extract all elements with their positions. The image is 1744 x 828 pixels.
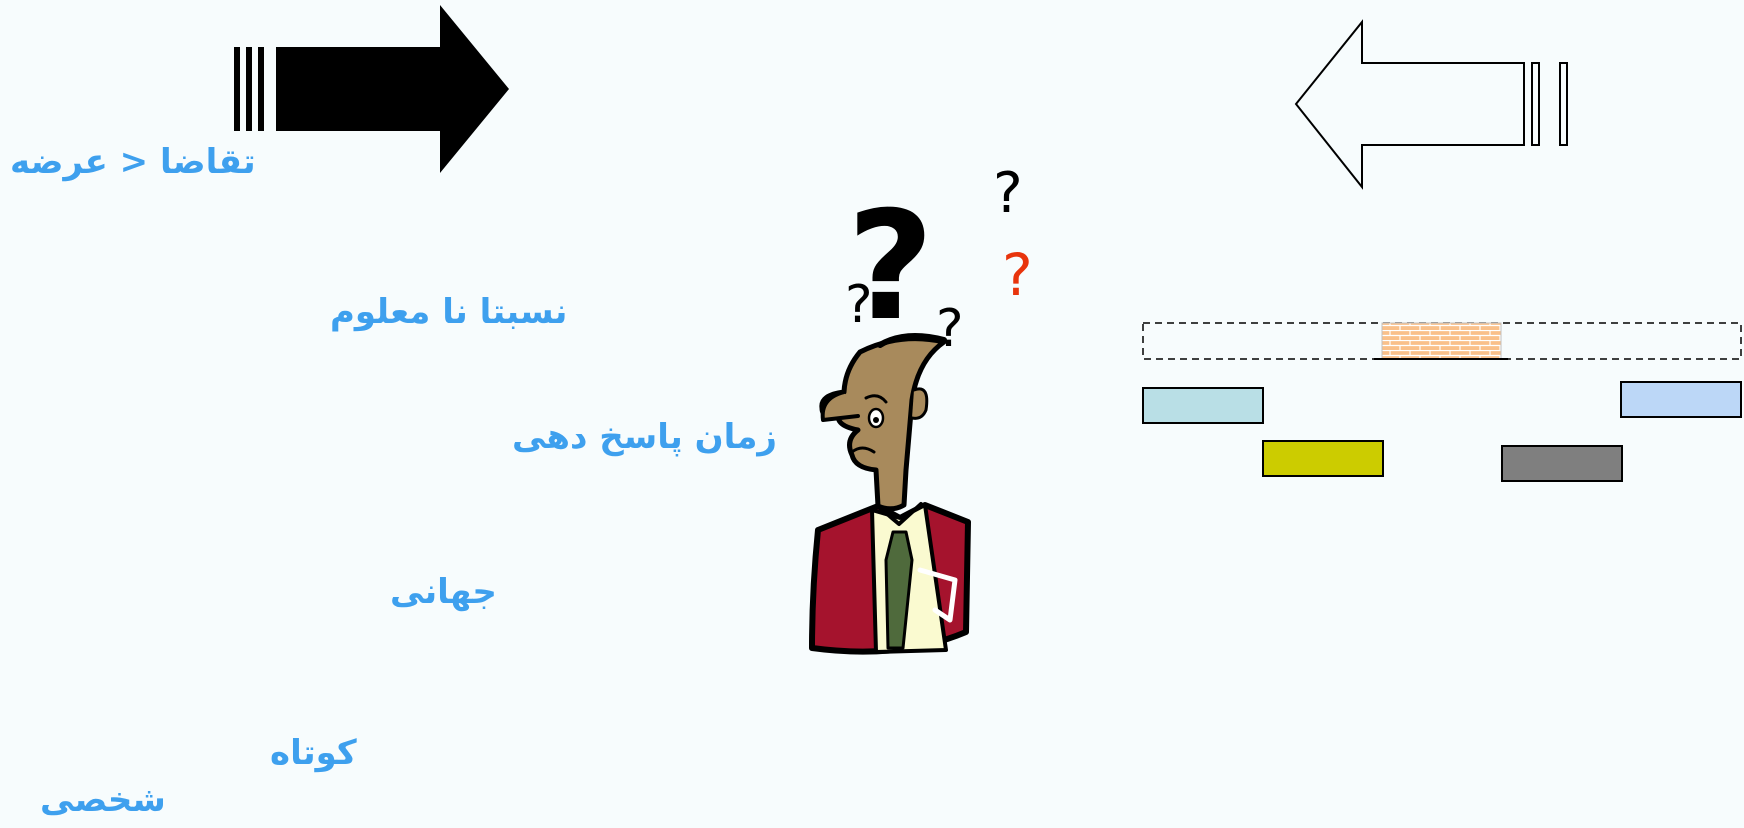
label-relatively-unknown: نسبتا نا معلوم bbox=[330, 292, 568, 332]
question-mark-top: ? bbox=[993, 161, 1023, 226]
confused-person-icon bbox=[809, 333, 971, 655]
block-light-blue bbox=[1620, 381, 1742, 418]
label-personal: شخصی bbox=[40, 780, 166, 820]
label-short: کوتاه bbox=[270, 733, 357, 773]
question-mark-big: ? bbox=[847, 180, 934, 354]
block-gray bbox=[1501, 445, 1623, 482]
brick-block bbox=[1381, 322, 1502, 360]
question-mark-small-left: ? bbox=[845, 275, 873, 335]
label-global: جهانی bbox=[390, 572, 497, 612]
question-mark-red: ? bbox=[1002, 241, 1033, 309]
block-olive bbox=[1262, 440, 1384, 477]
label-response-time: زمان پاسخ دهی bbox=[512, 417, 777, 457]
arrow-right-filled-icon bbox=[234, 5, 509, 173]
label-demand-supply: تقاضا < عرضه bbox=[10, 142, 256, 182]
arrow-left-outline-icon bbox=[1294, 19, 1568, 190]
dashed-track bbox=[1142, 322, 1742, 360]
question-mark-small-right: ? bbox=[936, 299, 964, 359]
block-light-cyan bbox=[1142, 387, 1264, 424]
